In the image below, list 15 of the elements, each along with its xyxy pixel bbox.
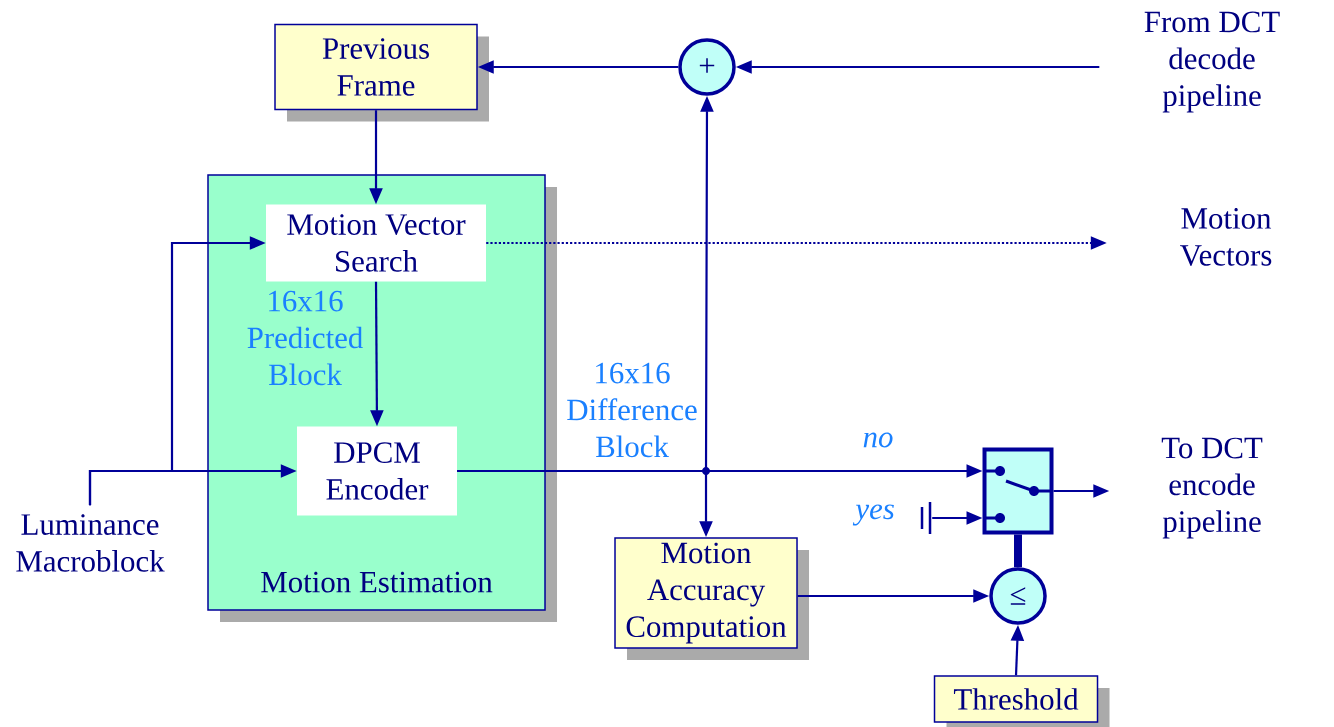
edge-label: 16x16 Difference Block	[567, 362, 697, 458]
bar-symbol	[920, 502, 932, 534]
process-box: Threshold	[933, 675, 1110, 727]
process-box: Motion Vector Search	[266, 204, 486, 282]
process-box: Motion Accuracy Computation	[614, 537, 809, 660]
process-box: DPCM Encoder	[297, 426, 457, 516]
text-label: Luminance Macroblock	[16, 514, 165, 572]
text-label: From DCT decode pipeline	[1144, 11, 1280, 113]
process-box: Previous Frame	[274, 23, 489, 122]
text-label: Motion Vectors	[1180, 208, 1272, 266]
text-label: To DCT encode pipeline	[1161, 437, 1263, 539]
edge-label: 16x16 Predicted Block	[247, 290, 363, 386]
edge-label: no	[863, 432, 893, 448]
switch-box	[982, 447, 1054, 535]
side-label: yes	[852, 504, 894, 526]
